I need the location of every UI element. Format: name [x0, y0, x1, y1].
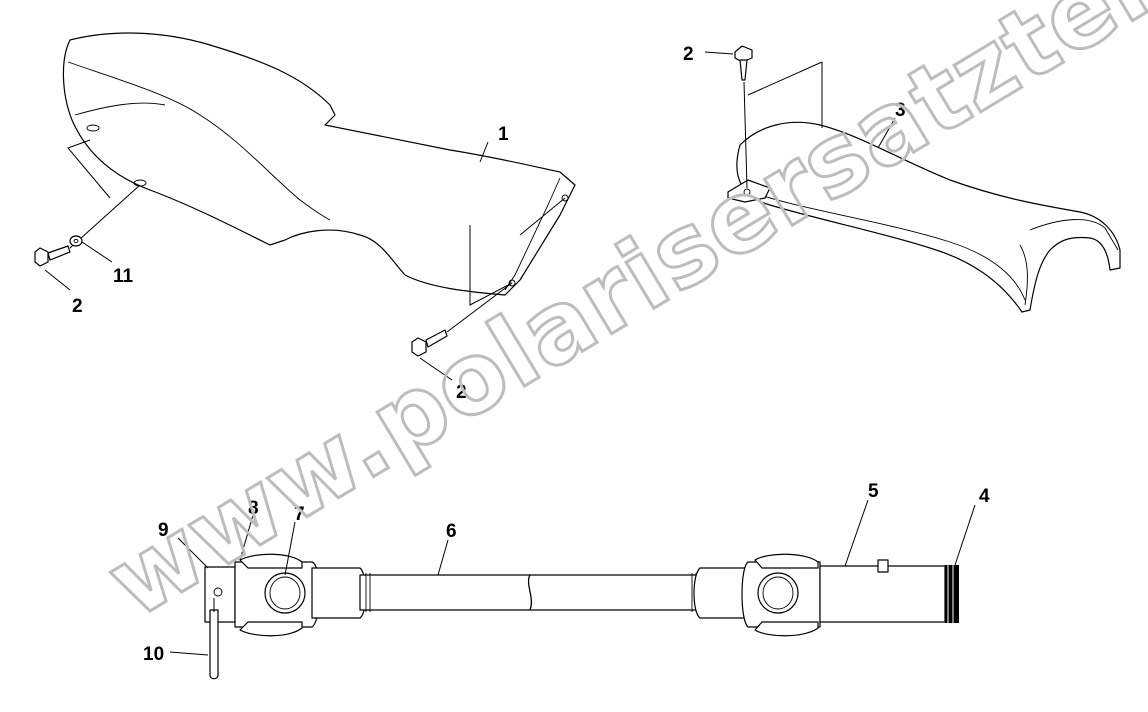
screw-seat-bottom-icon	[411, 197, 566, 357]
callout-7: 7	[294, 504, 305, 525]
cover-part	[727, 61, 1121, 313]
leader-lines	[44, 51, 976, 656]
washer-icon	[69, 235, 83, 247]
callout-6: 6	[446, 521, 457, 542]
callout-8: 8	[248, 498, 259, 519]
seat-part	[62, 32, 576, 306]
roll-pin-icon	[209, 598, 219, 680]
screw-cover-top-icon	[734, 45, 753, 189]
callout-5: 5	[868, 481, 879, 502]
callout-2-cover-top: 2	[683, 44, 694, 65]
callout-11: 11	[113, 266, 134, 287]
driveshaft-assembly	[204, 553, 959, 637]
callout-9: 9	[158, 520, 169, 541]
callout-labels: 1 2 11 2 2 3 4 5 6 7 8 9 10	[72, 44, 990, 665]
callout-4: 4	[979, 486, 990, 507]
callout-2-left: 2	[72, 296, 83, 317]
callout-10: 10	[143, 644, 164, 665]
screw-left-icon	[34, 184, 141, 267]
callout-1: 1	[498, 124, 509, 145]
callout-2-seat-bottom: 2	[456, 382, 467, 403]
end-ring-icon	[945, 565, 959, 623]
callout-3: 3	[895, 100, 906, 121]
